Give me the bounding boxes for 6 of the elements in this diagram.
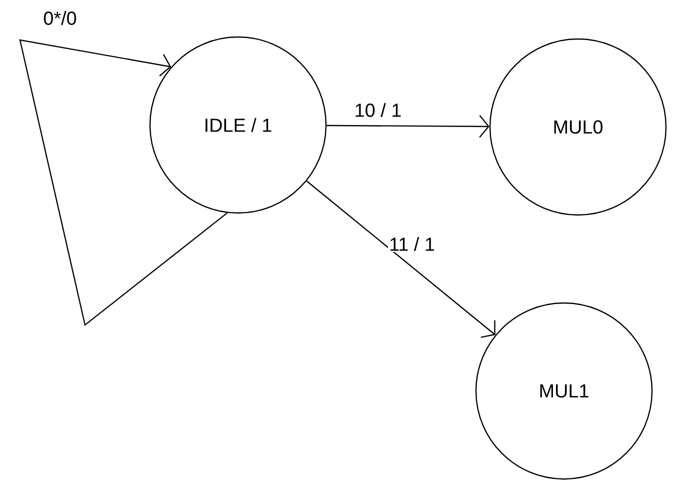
arrow (19, 39, 228, 326)
edge-label: 10 / 1 (353, 102, 403, 118)
arrow (326, 115, 490, 138)
arrow (306, 180, 496, 338)
edge-label: 11 / 1 (388, 236, 436, 252)
edge-label: 0*/0 (42, 10, 78, 26)
